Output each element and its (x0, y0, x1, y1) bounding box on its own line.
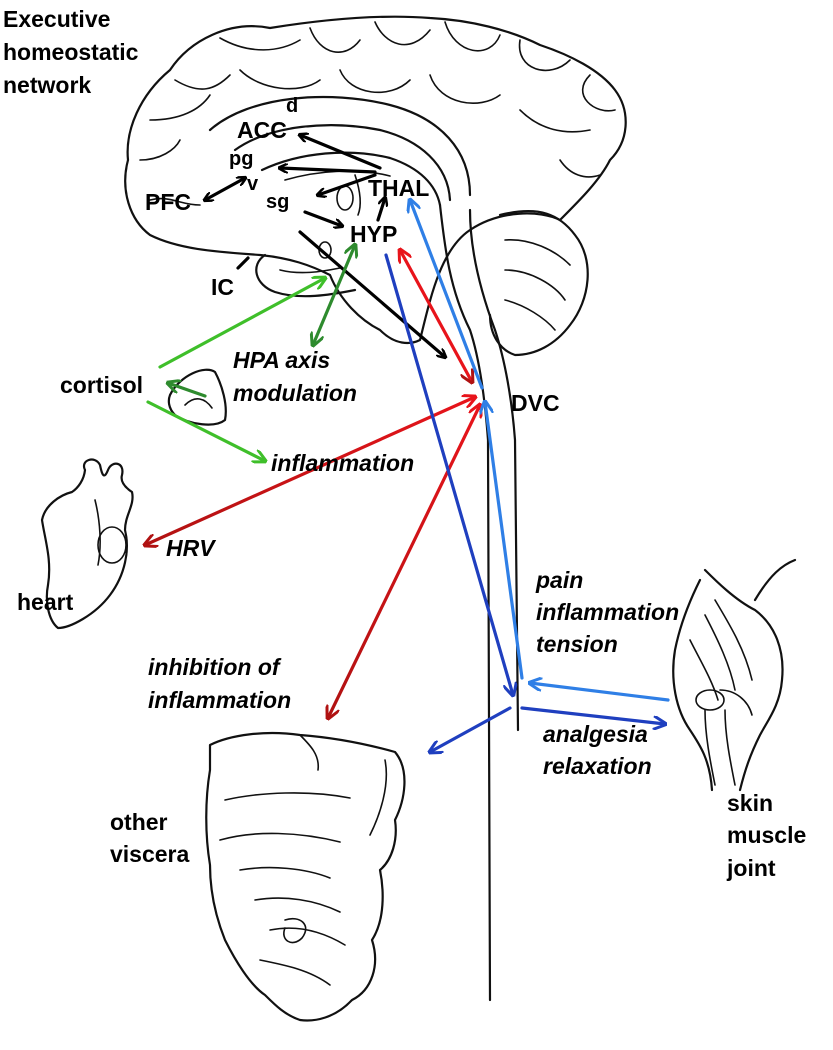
label-other-line2: viscera (110, 841, 190, 867)
arrow-thal-to-pg (280, 168, 377, 174)
label-cortisol: cortisol (60, 372, 143, 398)
label-pain-line1: pain (535, 567, 583, 593)
label-hrv: HRV (166, 535, 216, 561)
heart-illustration (40, 458, 134, 630)
red-arrows (145, 250, 480, 718)
brain-illustration (124, 15, 627, 1002)
label-v: v (247, 173, 259, 195)
label-skin-line3: joint (726, 855, 776, 881)
label-thal: THAL (368, 175, 429, 201)
label-sg: sg (266, 191, 289, 213)
label-acc: ACC (237, 117, 287, 143)
label-heart: heart (17, 589, 74, 615)
arrow-hyp-dvc (400, 250, 472, 382)
label-pfc: PFC (145, 189, 191, 215)
label-pain-line2: inflammation (536, 599, 679, 625)
arrow-thal-to-acc (300, 135, 382, 170)
label-pg: pg (229, 148, 253, 170)
arrow-pfc-pg (205, 178, 245, 200)
arrow-hpa-hyp (313, 245, 355, 345)
network-title-line1: Executive (3, 6, 110, 32)
labels: Executive homeostatic network ACC d pg v… (3, 6, 806, 881)
arrow-spine-to-limb (520, 706, 665, 724)
arrow-hyp-to-spine (384, 253, 513, 695)
label-hpa-line2: modulation (233, 380, 357, 406)
label-d: d (286, 95, 298, 117)
network-title-line3: network (3, 72, 91, 98)
blue-arrows (384, 200, 670, 752)
label-inflammation: inflammation (271, 450, 414, 476)
arrow-dvc-viscera (328, 405, 480, 718)
label-other-line1: other (110, 809, 168, 835)
arrow-sg-to-hyp (303, 210, 342, 226)
arrow-spine-to-dvc (485, 402, 524, 680)
label-skin-line1: skin (727, 790, 773, 816)
cerebellum-outline (488, 210, 589, 357)
label-ic: IC (211, 274, 234, 300)
label-hpa-line1: HPA axis (233, 347, 330, 373)
label-inhibition-line1: inhibition of (148, 654, 282, 680)
limb-illustration (672, 558, 797, 792)
arrow-thal-to-sg (318, 173, 377, 195)
arrow-hyp-to-thal (376, 198, 385, 222)
label-skin-line2: muscle (727, 822, 806, 848)
label-hyp: HYP (350, 221, 397, 247)
network-title-line2: homeostatic (3, 39, 139, 65)
label-analgesia-line1: analgesia (543, 721, 648, 747)
arrow-spine-to-viscera (430, 706, 512, 752)
ic-tick (236, 256, 250, 270)
arrow-cortisol-to-hyp (158, 278, 325, 369)
arrow-limb-to-spine (530, 683, 670, 702)
brainstem-outline (438, 203, 492, 1002)
label-dvc: DVC (511, 390, 560, 416)
label-inhibition-line2: inflammation (148, 687, 291, 713)
label-pain-line3: tension (536, 631, 618, 657)
arrow-adrenal-cortisol (168, 383, 207, 398)
arrow-cortisol-to-inflammation (146, 400, 265, 461)
arrow-dvc-to-thal (410, 200, 484, 390)
label-analgesia-line2: relaxation (543, 753, 652, 779)
viscera-illustration (205, 731, 406, 1022)
